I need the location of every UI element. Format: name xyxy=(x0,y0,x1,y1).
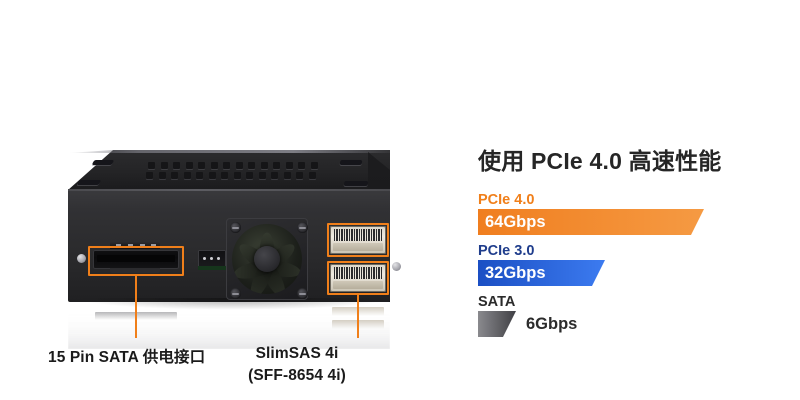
leader-line-slimsas xyxy=(357,295,359,338)
vent-row-bottom xyxy=(146,172,316,179)
bar-label-sata: SATA xyxy=(478,294,516,310)
highlight-box-slimsas-2 xyxy=(327,261,389,295)
bar-value-sata: 6Gbps xyxy=(526,315,578,333)
bar-label-pcie40: PCIe 4.0 xyxy=(478,192,535,208)
bar-value-pcie40: 64Gbps xyxy=(485,213,546,231)
bar-fill-sata xyxy=(478,311,516,337)
slimsas-pins-2 xyxy=(334,267,383,279)
mount-slot-left-2 xyxy=(76,180,102,185)
bar-sata: 6Gbps xyxy=(478,311,577,337)
fan-screw-br xyxy=(297,288,308,299)
bar-group-pcie40: PCIe 4.0 64Gbps xyxy=(478,192,546,235)
callout-sublabel-slimsas: (SFF-8654 4i) xyxy=(248,367,346,384)
device-ground-shadow xyxy=(74,298,392,310)
slimsas-port-2 xyxy=(330,264,386,292)
sata-connector-tab xyxy=(110,242,160,249)
fan-screw-tl xyxy=(230,222,241,233)
bar-fill-pcie30 xyxy=(478,260,605,286)
auxiliary-pcb-edge xyxy=(198,266,226,270)
bar-label-pcie30: PCIe 3.0 xyxy=(478,243,535,259)
highlight-box-slimsas-1 xyxy=(327,223,389,257)
bar-group-pcie30: PCIe 3.0 32Gbps xyxy=(478,243,546,286)
chassis-screw-right xyxy=(392,262,401,271)
slimsas-pins-1 xyxy=(334,229,383,241)
bar-group-sata: SATA 6Gbps xyxy=(478,294,577,337)
sata-connector-notch xyxy=(110,268,160,273)
auxiliary-connector xyxy=(198,250,226,269)
callout-label-slimsas: SlimSAS 4i xyxy=(255,345,339,362)
bar-value-pcie30: 32Gbps xyxy=(485,264,546,282)
bar-fill-pcie40 xyxy=(478,209,704,235)
chassis-screw-left xyxy=(77,254,86,263)
performance-title: 使用 PCIe 4.0 高速性能 xyxy=(478,148,722,174)
device-top-panel xyxy=(68,150,390,190)
highlight-box-sata-power xyxy=(88,246,184,276)
cooling-fan xyxy=(232,224,302,294)
fan-screw-tr xyxy=(297,222,308,233)
sata-power-connector xyxy=(93,250,179,269)
vent-row-top xyxy=(148,162,318,169)
device-face-edge xyxy=(68,189,390,191)
device-top-highlight xyxy=(68,150,390,153)
fan-screw-bl xyxy=(230,288,241,299)
product-figure: 15 Pin SATA 供电接口 SlimSAS 4i (SFF-8654 4i… xyxy=(48,150,401,384)
mount-slot-left-1 xyxy=(91,160,115,165)
mount-slot-right-2 xyxy=(343,181,369,186)
slimsas-port-1 xyxy=(330,226,386,254)
mount-slot-right-1 xyxy=(339,160,363,165)
performance-panel: 使用 PCIe 4.0 高速性能 PCIe 4.0 64Gbps PCIe 3.… xyxy=(470,0,800,400)
callout-label-sata-power: 15 Pin SATA 供电接口 xyxy=(48,349,206,366)
bar-pcie30: 32Gbps xyxy=(478,260,546,286)
leader-line-sata-power xyxy=(135,276,137,338)
bar-pcie40: 64Gbps xyxy=(478,209,546,235)
